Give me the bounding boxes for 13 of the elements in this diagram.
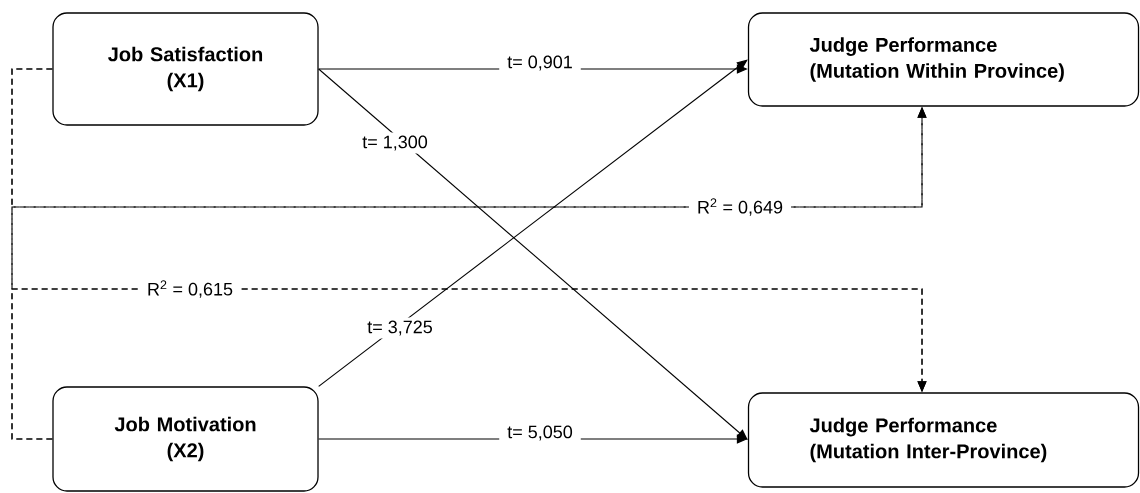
edge-label: t= 3,725 — [359, 317, 441, 339]
arrow — [318, 59, 748, 387]
edge-label: R$^{2}$ = 0,649 — [689, 195, 792, 219]
variable-box: Job Motivation (X2) — [52, 386, 319, 492]
edge-label: R$^{2}$ = 0,615 — [138, 277, 242, 301]
arrow — [11, 288, 927, 440]
edge-label: t= 5,050 — [499, 422, 581, 444]
variable-box: Judge Performance (Mutation Inter-Province) — [747, 392, 1140, 488]
edge-label: t= 1,300 — [354, 132, 436, 154]
edge-label: t= 0,901 — [499, 52, 581, 74]
variable-box: Judge Performance (Mutation Within Province) — [747, 12, 1140, 107]
variable-box: Job Satisfaction (X1) — [52, 12, 319, 126]
arrow — [318, 68, 748, 440]
